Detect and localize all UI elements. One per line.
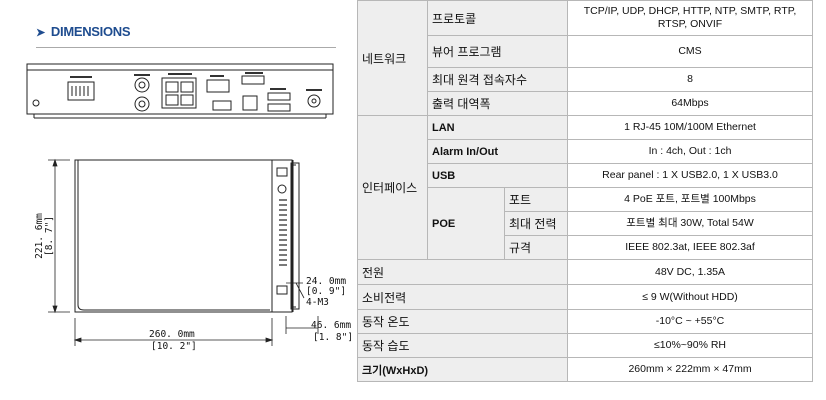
heading-divider [36, 47, 336, 48]
side-in-label: [0. 9"] [306, 286, 346, 297]
spec-label: 크기(WxHxD) [356, 357, 569, 382]
spec-value: 1 RJ-45 10M/100M Ethernet [567, 115, 814, 140]
rear-panel-labels [70, 72, 322, 91]
width-mm-label: 260. 0mm [149, 329, 195, 340]
top-view [74, 159, 296, 313]
table-row: 뷰어 프로그램 CMS [358, 35, 814, 68]
spec-value: ≤10%~90% RH [567, 333, 814, 358]
poe-label: POE [427, 187, 505, 260]
depth-in-label: [8. 7"] [44, 216, 55, 256]
spec-value: 8 [567, 67, 814, 92]
screw-label: 4-M3 [306, 297, 329, 308]
spec-label: 뷰어 프로그램 [426, 35, 569, 68]
spec-value: IEEE 802.3at, IEEE 802.3af [567, 235, 814, 260]
spec-label: Alarm In/Out [426, 139, 569, 164]
table-row: Alarm In/Out In : 4ch, Out : 1ch [358, 139, 814, 164]
table-row: 규격 IEEE 802.3at, IEEE 802.3af [358, 235, 814, 260]
table-row: 네트워크 프로토콜 TCP/IP, UDP, DHCP, HTTP, NTP, … [357, 0, 814, 116]
dimension-labels: 221. 6mm [8. 7"] 260. 0mm [10. 2"] 24. 0… [34, 213, 353, 352]
spec-value: 4 PoE 포트, 포트별 100Mbps [567, 187, 814, 212]
height-in-label: [1. 8"] [313, 332, 353, 343]
side-view [290, 160, 300, 312]
dimensions-title: DIMENSIONS [50, 24, 131, 39]
spec-label: 프로토콜 [426, 0, 569, 36]
spec-label: 최대 원격 접속자수 [426, 67, 569, 92]
spec-value: Rear panel : 1 X USB2.0, 1 X USB3.0 [567, 163, 814, 188]
dimensions-heading: ➤ DIMENSIONS [36, 24, 131, 39]
spec-value: CMS [567, 35, 814, 68]
depth-mm-label: 221. 6mm [34, 213, 45, 259]
height-mm-label: 46. 6mm [311, 320, 351, 331]
spec-label: 동작 온도 [356, 309, 569, 334]
spec-label: 동작 습도 [356, 333, 569, 358]
spec-value: 64Mbps [567, 91, 814, 116]
spec-value: -10°C ~ +55°C [567, 309, 814, 334]
spec-label: 전원 [356, 259, 569, 285]
rear-panel-view [26, 63, 334, 119]
spec-label: 규격 [503, 235, 569, 260]
table-row: 인터페이스 LAN 1 RJ-45 10M/100M Ethernet [357, 115, 814, 260]
spec-value: 포트별 최대 30W, Total 54W [567, 211, 814, 236]
table-row: USB Rear panel : 1 X USB2.0, 1 X USB3.0 [358, 163, 814, 188]
dimension-lines [48, 158, 319, 346]
table-row: 동작 습도 ≤10%~90% RH [356, 333, 814, 358]
table-row: 동작 온도 -10°C ~ +55°C [356, 309, 814, 334]
spec-label: USB [426, 163, 569, 188]
spec-label: 소비전력 [356, 284, 569, 310]
spec-table: 네트워크 프로토콜 TCP/IP, UDP, DHCP, HTTP, NTP, … [356, 0, 814, 382]
spec-value: In : 4ch, Out : 1ch [567, 139, 814, 164]
arrow-right-icon: ➤ [36, 27, 45, 39]
spec-label: LAN [426, 115, 569, 140]
spec-label: 출력 대역폭 [426, 91, 569, 116]
spec-value: 48V DC, 1.35A [567, 259, 814, 285]
spec-value: ≤ 9 W(Without HDD) [567, 284, 814, 310]
table-row: 소비전력 ≤ 9 W(Without HDD) [356, 284, 814, 310]
table-row: 전원 48V DC, 1.35A [356, 259, 814, 285]
technical-drawing: 221. 6mm [8. 7"] 260. 0mm [10. 2"] 24. 0… [26, 63, 353, 352]
group-network: 네트워크 [357, 0, 428, 116]
spec-value: TCP/IP, UDP, DHCP, HTTP, NTP, SMTP, RTP,… [567, 0, 814, 36]
group-interface: 인터페이스 [357, 115, 428, 260]
table-row: 크기(WxHxD) 260mm × 222mm × 47mm [356, 357, 814, 382]
side-mm-label: 24. 0mm [306, 276, 346, 287]
spec-label: 최대 전력 [503, 211, 569, 236]
dimensions-panel: ➤ DIMENSIONS [0, 0, 353, 400]
spec-label: 포트 [503, 187, 569, 212]
width-in-label: [10. 2"] [151, 341, 197, 352]
spec-value: 260mm × 222mm × 47mm [567, 357, 814, 382]
